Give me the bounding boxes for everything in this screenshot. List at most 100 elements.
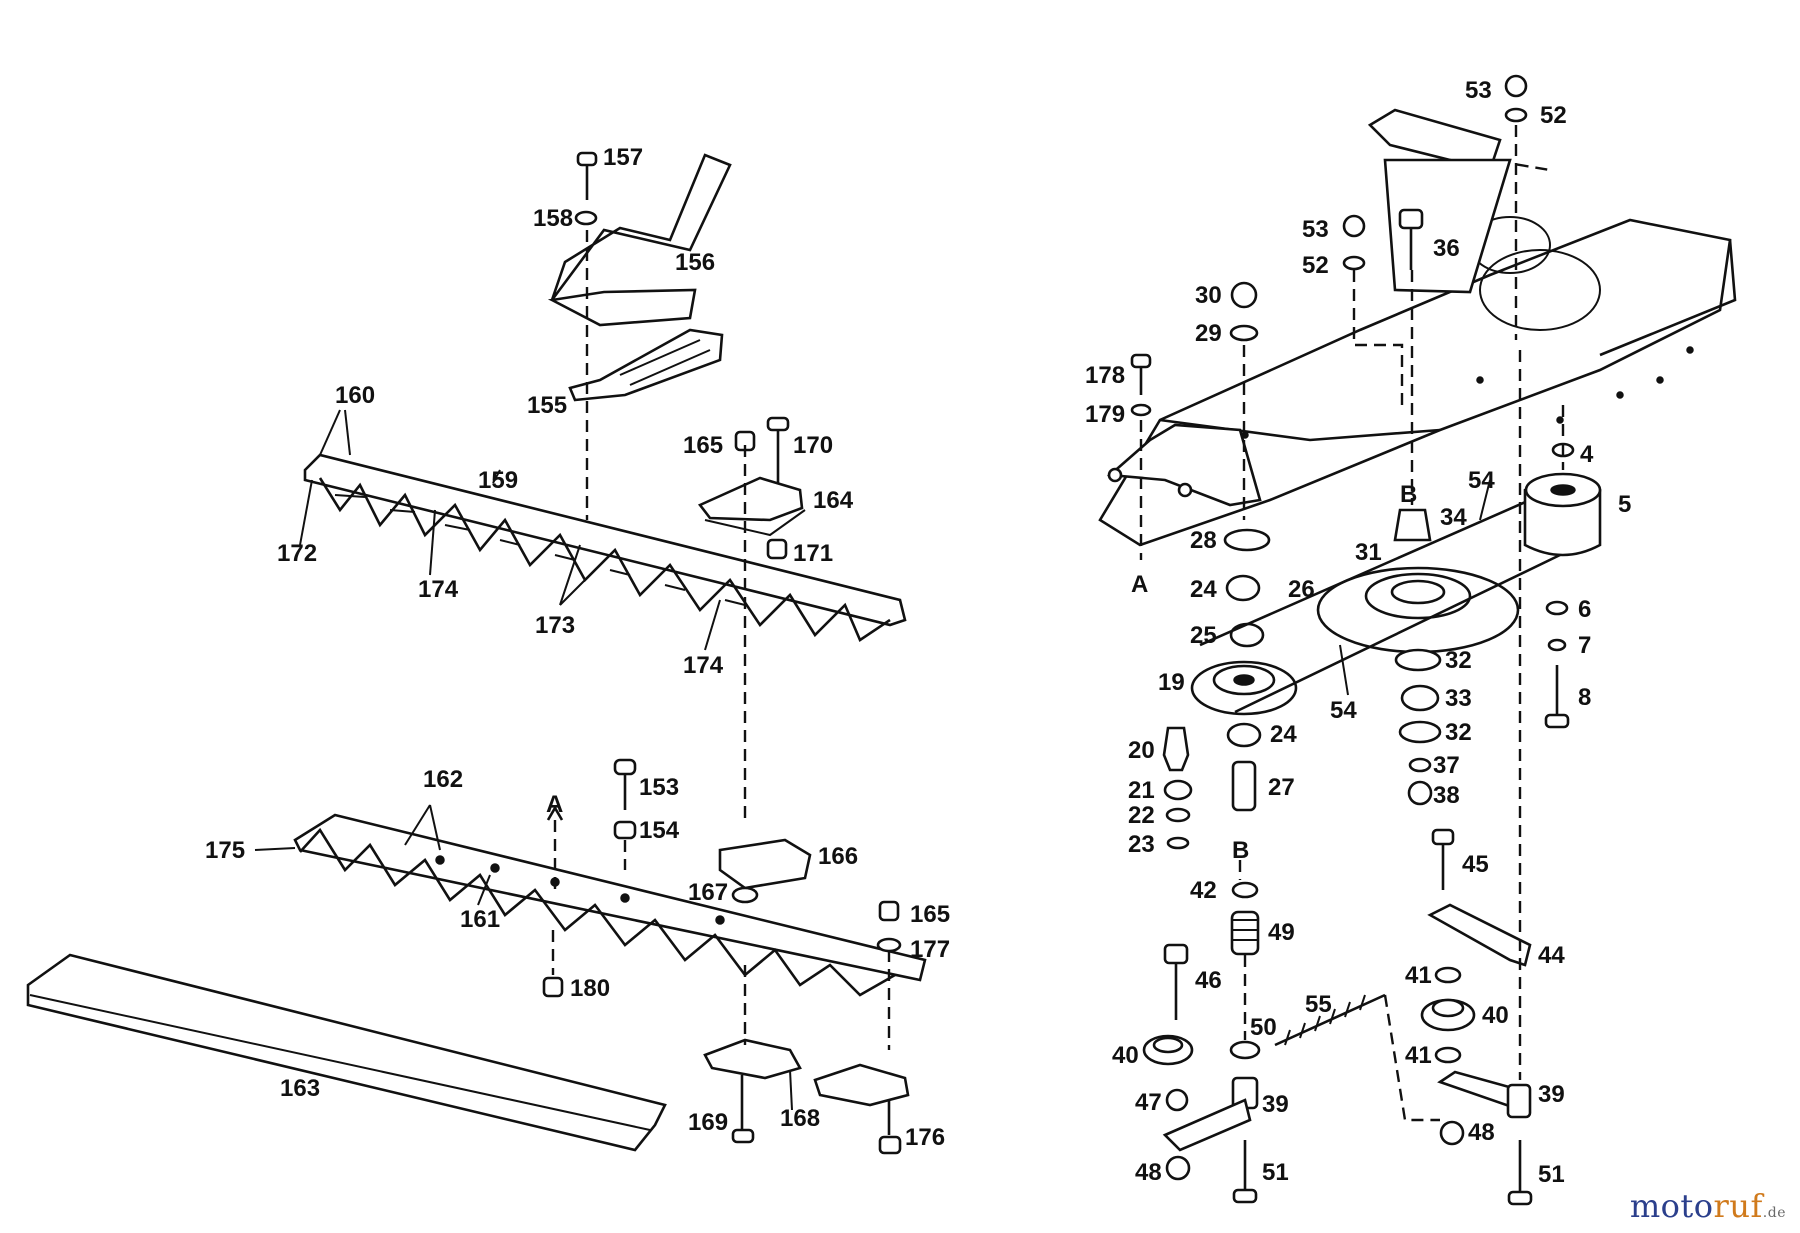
bolt-153	[613, 758, 637, 810]
label-176: 176	[905, 1124, 945, 1151]
nut-47	[1165, 1088, 1189, 1112]
washer-154	[613, 820, 637, 840]
washer-179	[1130, 403, 1152, 417]
washer-32	[1394, 648, 1442, 672]
washer-42	[1231, 881, 1259, 899]
label-8: 8	[1578, 684, 1591, 711]
label-28: 28	[1190, 527, 1217, 554]
label-41-b: 41	[1405, 1042, 1432, 1069]
label-33: 33	[1445, 685, 1472, 712]
nut-171	[766, 538, 788, 560]
watermark-accent: ruf	[1713, 1187, 1763, 1225]
block-166	[718, 838, 812, 890]
bolt-46	[1163, 943, 1189, 1020]
label-37: 37	[1433, 752, 1460, 779]
nut-53-top	[1504, 74, 1528, 98]
marker-b-upper: B	[1400, 481, 1417, 508]
label-52: 52	[1302, 252, 1329, 279]
nut-48-b	[1439, 1120, 1465, 1146]
label-20: 20	[1128, 737, 1155, 764]
label-32-b: 32	[1445, 719, 1472, 746]
label-174: 174	[418, 576, 459, 603]
marker-a-right: A	[1131, 571, 1148, 598]
belt-54	[1199, 498, 1561, 714]
washer-177	[876, 937, 902, 953]
washer-21	[1163, 779, 1193, 801]
label-49: 49	[1268, 919, 1295, 946]
bearing-24-b	[1226, 722, 1262, 748]
label-163: 163	[280, 1075, 320, 1102]
washer-22	[1165, 807, 1191, 823]
label-162: 162	[423, 766, 463, 793]
label-34: 34	[1440, 504, 1467, 531]
label-48: 48	[1135, 1159, 1162, 1186]
label-42: 42	[1190, 877, 1217, 904]
label-44: 44	[1538, 942, 1565, 969]
label-32: 32	[1445, 647, 1472, 674]
label-177: 177	[910, 936, 950, 963]
label-45: 45	[1462, 851, 1489, 878]
label-53: 53	[1302, 216, 1329, 243]
bolt-169	[731, 1075, 755, 1144]
spacer-27	[1231, 760, 1257, 812]
label-170: 170	[793, 432, 833, 459]
bolt-51-b	[1507, 1140, 1533, 1206]
washer-37	[1408, 757, 1432, 773]
label-40: 40	[1112, 1042, 1139, 1069]
washer-167	[731, 886, 759, 904]
label-156: 156	[675, 249, 715, 276]
label-48-b: 48	[1468, 1119, 1495, 1146]
washer-52	[1342, 255, 1366, 271]
label-46: 46	[1195, 967, 1222, 994]
nut-180	[542, 976, 564, 998]
cutter-bar-assembly	[26, 151, 927, 1155]
bolt-170	[766, 416, 790, 485]
clamp-168-b	[813, 1063, 910, 1107]
nut-165-b	[878, 900, 900, 922]
arm-left	[1162, 1098, 1252, 1152]
label-167: 167	[688, 879, 728, 906]
label-26: 26	[1288, 576, 1315, 603]
label-172: 172	[277, 540, 317, 567]
label-175: 175	[205, 837, 245, 864]
washer-41	[1434, 966, 1462, 984]
washer-29	[1229, 324, 1259, 342]
label-36: 36	[1433, 235, 1460, 262]
bracket-156	[550, 153, 732, 301]
bracket-36	[1383, 158, 1512, 294]
label-24: 24	[1190, 576, 1217, 603]
arm-44	[1427, 903, 1532, 967]
label-21: 21	[1128, 777, 1155, 804]
label-180: 180	[570, 975, 610, 1002]
nut-30	[1230, 281, 1258, 309]
washer-28	[1223, 528, 1271, 552]
label-155: 155	[527, 392, 567, 419]
marker-a-left: A	[546, 791, 563, 818]
bolt-157	[576, 151, 598, 200]
label-5: 5	[1618, 491, 1631, 518]
bolt-8	[1544, 665, 1570, 729]
label-153: 153	[639, 774, 679, 801]
label-19: 19	[1158, 669, 1185, 696]
bearing-25	[1229, 622, 1265, 648]
sleeve-39-b	[1506, 1083, 1532, 1119]
label-157: 157	[603, 144, 643, 171]
washer-52-top	[1504, 107, 1528, 123]
holder-164	[697, 476, 804, 522]
washer-41-b	[1434, 1046, 1462, 1064]
label-41: 41	[1405, 962, 1432, 989]
nut-48	[1165, 1155, 1191, 1181]
bearing-24	[1225, 574, 1261, 602]
label-159: 159	[478, 467, 518, 494]
label-25: 25	[1190, 622, 1217, 649]
washer-23	[1166, 836, 1190, 850]
drive-assembly	[1098, 74, 1737, 1206]
label-165: 165	[683, 432, 723, 459]
label-55: 55	[1305, 991, 1332, 1018]
label-24-b: 24	[1270, 721, 1297, 748]
bolt-51	[1232, 1140, 1258, 1204]
clamp-168-a	[703, 1038, 802, 1080]
label-40-b: 40	[1482, 1002, 1509, 1029]
label-164: 164	[813, 487, 854, 514]
spring-49	[1230, 910, 1260, 956]
